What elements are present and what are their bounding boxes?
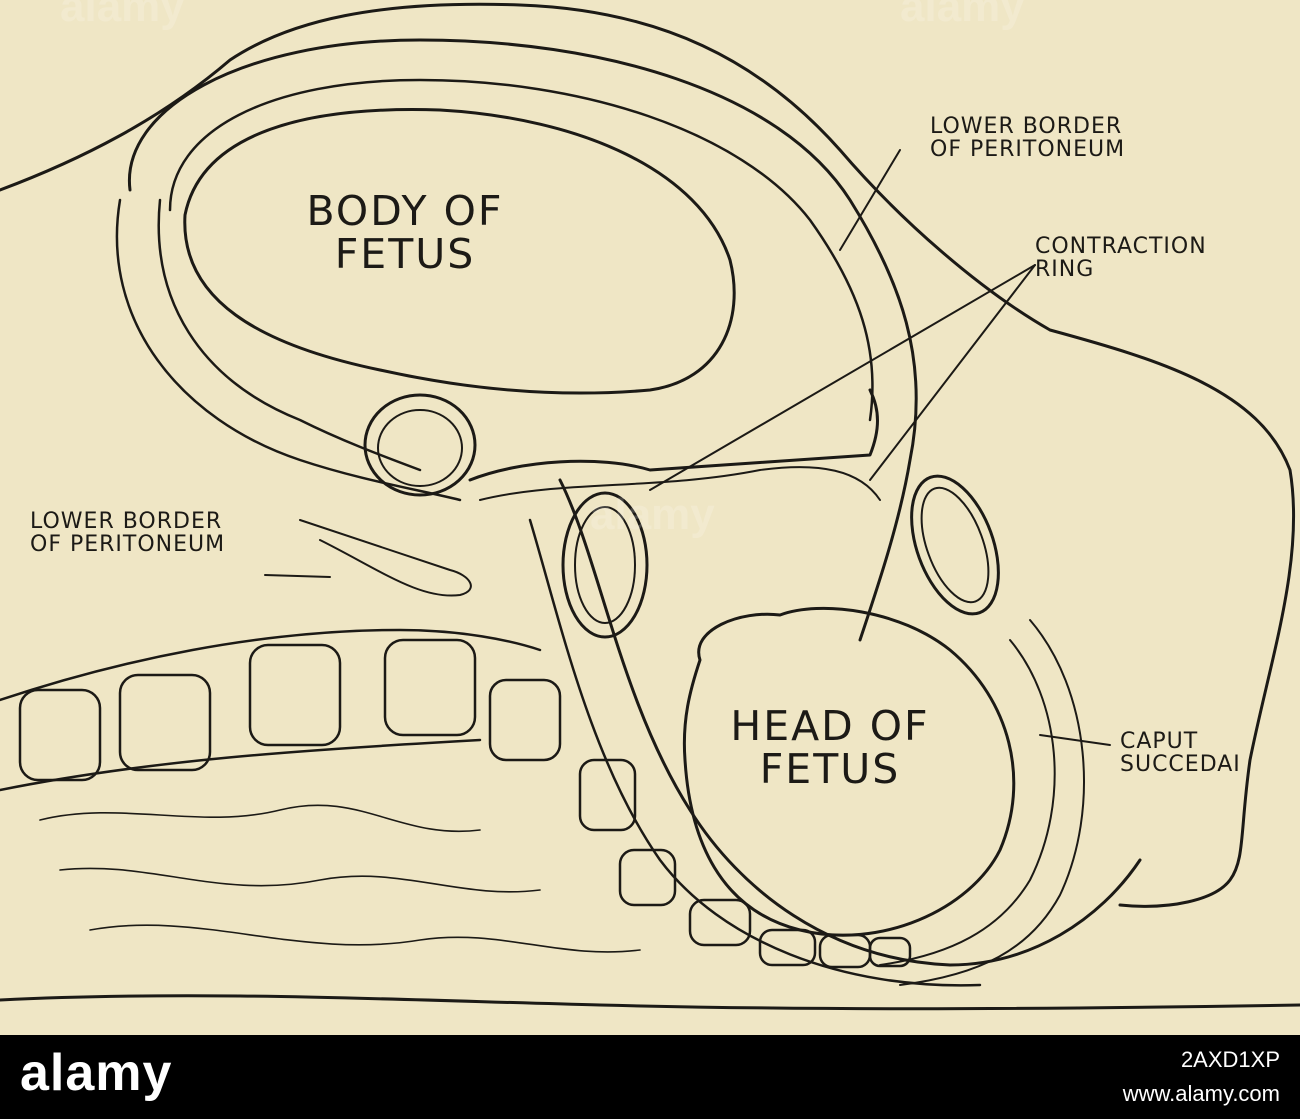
footer-brand: alamy — [20, 1044, 173, 1102]
watermark-top-right: alamy — [900, 0, 1025, 31]
label-contraction-ring: CONTRACTION RING — [1035, 234, 1207, 283]
uterine-wall-inner — [168, 78, 874, 422]
contraction-ring-region — [468, 388, 879, 482]
footer-url: www.alamy.com — [1122, 1081, 1280, 1106]
pointer-caput — [1039, 734, 1111, 746]
footer-image-id: 2AXD1XP — [1180, 1047, 1280, 1072]
label-head-of-fetus: HEAD OF FETUS — [730, 702, 930, 794]
birth-canal — [558, 478, 1142, 967]
vertebrae — [0, 628, 912, 969]
anatomical-drawing — [0, 2, 1300, 1011]
pointer-contraction-1 — [649, 264, 1036, 491]
pointer-contraction-2 — [869, 264, 1036, 481]
symphysis-oval — [910, 474, 1000, 616]
label-caput-succedaneum: CAPUT SUCCEDAI — [1120, 729, 1241, 778]
diagram-figure: BODY OF FETUS HEAD OF FETUS LOWER BORDER… — [0, 0, 1300, 1035]
abdominal-wall-outline — [0, 2, 1296, 908]
pointer-lower-border-left — [264, 574, 331, 578]
watermark-center: alamy — [590, 490, 715, 539]
uterine-wall-outer — [127, 38, 918, 642]
peritoneum-left — [299, 519, 472, 597]
pointer-lower-border-top — [839, 149, 901, 251]
label-body-of-fetus: BODY OF FETUS — [306, 187, 504, 279]
watermark-top-left: alamy — [60, 0, 185, 31]
pubic-oval — [561, 491, 649, 639]
rectum-area — [39, 804, 641, 953]
fetal-body-sac — [183, 108, 736, 395]
bladder-loop — [363, 393, 477, 497]
label-lower-border-peritoneum-top: LOWER BORDER OF PERITONEUM — [930, 114, 1126, 163]
footer-bar: alamy 2AXD1XP www.alamy.com — [0, 1035, 1300, 1119]
label-lower-border-peritoneum-left: LOWER BORDER OF PERITONEUM — [30, 509, 226, 558]
fetal-head — [682, 606, 1016, 937]
caput-layer — [879, 639, 1056, 966]
